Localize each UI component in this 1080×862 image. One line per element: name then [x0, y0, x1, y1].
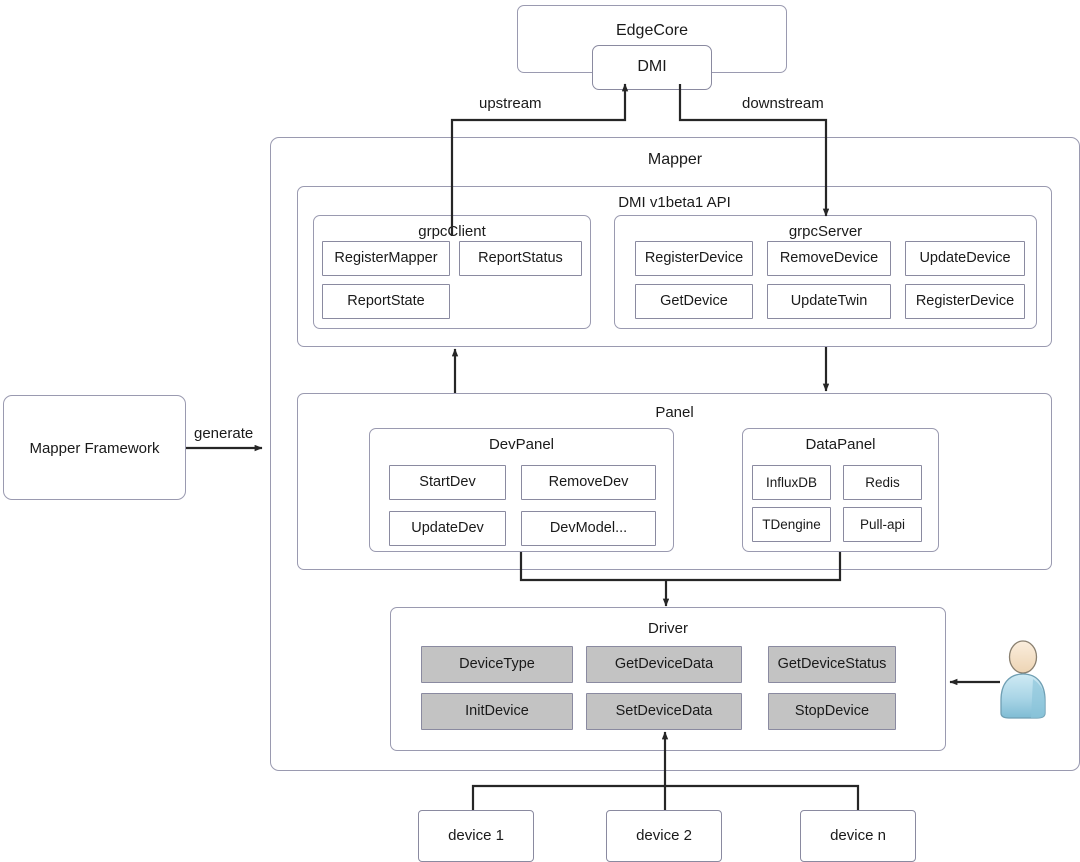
label: UpdateTwin — [790, 293, 868, 310]
label: StartDev — [419, 474, 476, 491]
label: DevModel... — [549, 520, 628, 537]
label: UpdateDevice — [919, 250, 1011, 267]
edge-label-upstream: upstream — [479, 95, 542, 112]
label: Redis — [865, 474, 900, 490]
dev-panel-method-update-dev[interactable]: UpdateDev — [389, 511, 506, 546]
grpc-client-method-register-mapper[interactable]: RegisterMapper — [322, 241, 450, 276]
grpc-client-label: grpcClient — [418, 223, 486, 240]
data-panel-method-tdengine[interactable]: TDengine — [752, 507, 831, 542]
dmi-api-label: DMI v1beta1 API — [618, 194, 731, 211]
label: TDengine — [762, 516, 821, 532]
label: UpdateDev — [411, 520, 484, 537]
label: InitDevice — [465, 703, 529, 720]
label: ReportState — [347, 293, 425, 310]
mapper-framework-box[interactable]: Mapper Framework — [3, 395, 186, 500]
grpc-server-label: grpcServer — [788, 223, 863, 240]
device-label: device 2 — [636, 827, 692, 845]
grpc-server-method-update-twin[interactable]: UpdateTwin — [767, 284, 891, 319]
label: RemoveDev — [548, 474, 629, 491]
label: RegisterMapper — [334, 250, 438, 267]
driver-method-stop-device[interactable]: StopDevice — [768, 693, 896, 730]
user-avatar-icon — [1000, 640, 1046, 719]
mapper-framework-label: Mapper Framework — [29, 439, 160, 457]
data-panel-method-redis[interactable]: Redis — [843, 465, 922, 500]
data-panel-method-pull-api[interactable]: Pull-api — [843, 507, 922, 542]
grpc-server-method-update-device[interactable]: UpdateDevice — [905, 241, 1025, 276]
device-label: device 1 — [448, 827, 504, 845]
data-panel-label: DataPanel — [805, 436, 876, 453]
mapper-label: Mapper — [647, 151, 703, 168]
grpc-server-method-remove-device[interactable]: RemoveDevice — [767, 241, 891, 276]
driver-method-set-device-data[interactable]: SetDeviceData — [586, 693, 742, 730]
dev-panel-method-dev-model[interactable]: DevModel... — [521, 511, 656, 546]
label: GetDevice — [660, 293, 728, 310]
dev-panel-method-remove-dev[interactable]: RemoveDev — [521, 465, 656, 500]
driver-method-device-type[interactable]: DeviceType — [421, 646, 573, 683]
grpc-server-method-register-device-2[interactable]: RegisterDevice — [905, 284, 1025, 319]
grpc-client-method-report-status[interactable]: ReportStatus — [459, 241, 582, 276]
dmi-label: DMI — [637, 58, 667, 76]
driver-label: Driver — [648, 620, 688, 637]
edge-label-downstream: downstream — [742, 95, 824, 112]
label: RemoveDevice — [779, 250, 879, 267]
label: GetDeviceData — [614, 656, 714, 673]
device-box-1[interactable]: device 1 — [418, 810, 534, 862]
label: StopDevice — [794, 703, 870, 720]
data-panel-method-influxdb[interactable]: InfluxDB — [752, 465, 831, 500]
label: GetDeviceStatus — [777, 656, 887, 673]
label: Pull-api — [859, 516, 906, 532]
label: DeviceType — [459, 656, 535, 673]
label: ReportStatus — [478, 250, 563, 267]
label: SetDeviceData — [615, 703, 713, 720]
driver-method-init-device[interactable]: InitDevice — [421, 693, 573, 730]
device-label: device n — [830, 827, 886, 845]
grpc-server-method-register-device[interactable]: RegisterDevice — [635, 241, 753, 276]
grpc-client-method-report-state[interactable]: ReportState — [322, 284, 450, 319]
label: RegisterDevice — [644, 250, 744, 267]
label: RegisterDevice — [915, 293, 1015, 310]
dev-panel-label: DevPanel — [488, 436, 555, 453]
edge-devices-bus — [471, 784, 860, 810]
device-box-2[interactable]: device 2 — [606, 810, 722, 862]
label: InfluxDB — [765, 474, 818, 490]
driver-method-get-device-status[interactable]: GetDeviceStatus — [768, 646, 896, 683]
grpc-server-method-get-device[interactable]: GetDevice — [635, 284, 753, 319]
edge-label-generate: generate — [194, 425, 254, 442]
panel-label: Panel — [655, 404, 694, 421]
dmi-box[interactable]: DMI — [592, 45, 712, 90]
driver-method-get-device-data[interactable]: GetDeviceData — [586, 646, 742, 683]
dev-panel-method-start-dev[interactable]: StartDev — [389, 465, 506, 500]
edgecore-label: EdgeCore — [615, 22, 689, 39]
device-box-n[interactable]: device n — [800, 810, 916, 862]
